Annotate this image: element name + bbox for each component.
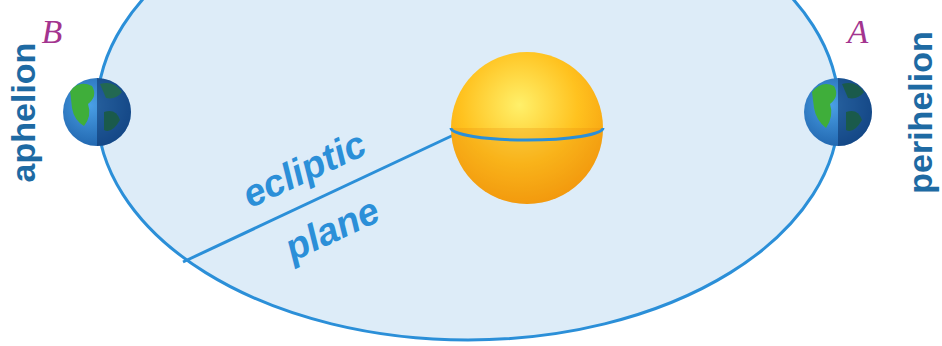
orbit-ellipse xyxy=(97,0,839,340)
earth-aphelion xyxy=(63,70,137,160)
handwritten-letter: A xyxy=(848,13,869,51)
orbit-point-label: aphelion xyxy=(5,42,44,182)
earth-perihelion xyxy=(804,70,878,160)
handwritten-letter: B xyxy=(42,13,63,51)
sun xyxy=(451,52,603,204)
orbit-point-label: perihelion xyxy=(901,31,940,193)
